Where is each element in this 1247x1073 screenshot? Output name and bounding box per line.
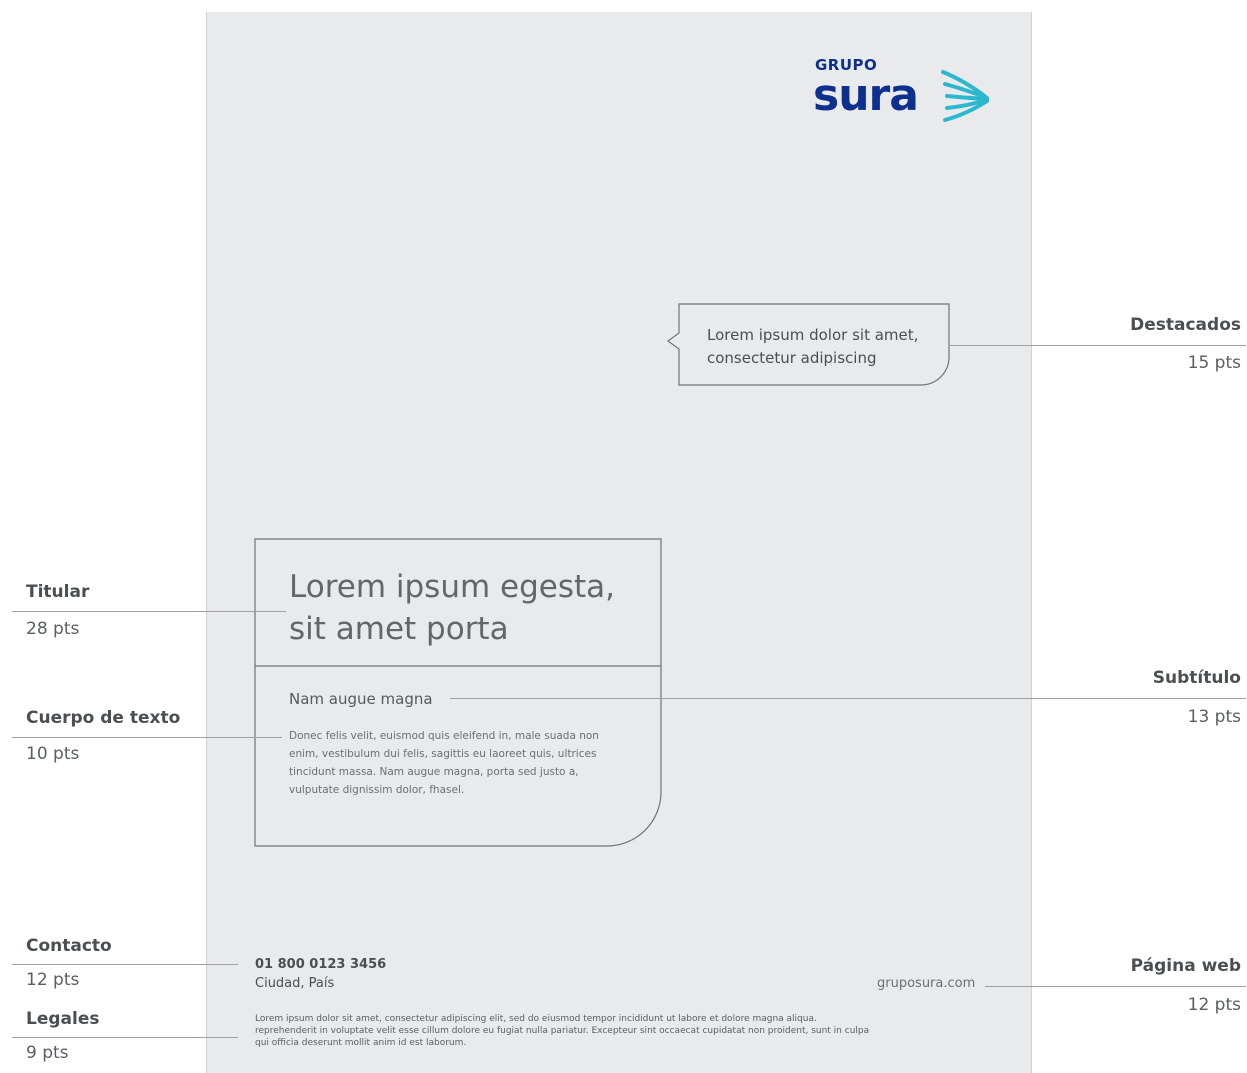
body-text: Donec felis velit, euismod quis eleifend… [289, 727, 629, 799]
spec-subtitulo-size: 13 pts [1187, 707, 1241, 727]
logo-sura-text: sura [813, 70, 919, 121]
contact-phone: 01 800 0123 3456 [255, 957, 387, 972]
spec-destacados-size: 15 pts [1187, 353, 1241, 373]
spec-titular-label: Titular [26, 582, 90, 602]
spec-legales-size: 9 pts [26, 1043, 69, 1063]
spec-pagina-web-rule [985, 986, 1246, 987]
contact-city: Ciudad, País [255, 976, 335, 991]
spec-contacto-rule [12, 964, 238, 965]
grupo-sura-logo: GRUPO sura [813, 56, 993, 136]
website-link[interactable]: gruposura.com [877, 976, 976, 991]
body-line: enim, vestibulum dui felis, sagittis eu … [289, 748, 597, 760]
spec-cuerpo-label: Cuerpo de texto [26, 708, 181, 728]
content-box-frame [254, 538, 662, 847]
body-line: vulputate dignissim dolor, fhasel. [289, 784, 465, 796]
logo-grupo-text: GRUPO [815, 56, 878, 74]
spec-legales-rule [12, 1037, 238, 1038]
subtitle: Nam augue magna [289, 690, 433, 708]
spec-contacto-size: 12 pts [26, 970, 80, 990]
spec-subtitulo-label: Subtítulo [1152, 668, 1241, 688]
contact-block: 01 800 0123 3456 Ciudad, País [255, 955, 386, 993]
legal-line: reprehenderit in voluptate velit esse ci… [255, 1026, 870, 1036]
spec-destacados-rule [950, 345, 1246, 346]
headline-line2: sit amet porta [289, 611, 509, 647]
spec-destacados-label: Destacados [1130, 315, 1241, 335]
callout-text: Lorem ipsum dolor sit amet, consectetur … [707, 324, 918, 370]
legal-line: qui officia deserunt mollit anim id est … [255, 1038, 467, 1048]
headline: Lorem ipsum egesta, sit amet porta [289, 566, 615, 650]
spec-contacto-label: Contacto [26, 936, 112, 956]
spec-titular-rule [12, 611, 286, 612]
headline-line1: Lorem ipsum egesta, [289, 569, 615, 605]
body-line: tincidunt massa. Nam augue magna, porta … [289, 766, 579, 778]
callout-text-line1: Lorem ipsum dolor sit amet, [707, 326, 919, 344]
spec-legales-label: Legales [26, 1009, 100, 1029]
spec-cuerpo-size: 10 pts [26, 744, 80, 764]
legal-text: Lorem ipsum dolor sit amet, consectetur … [255, 1013, 985, 1049]
legal-line: Lorem ipsum dolor sit amet, consectetur … [255, 1014, 817, 1024]
spec-subtitulo-rule [450, 698, 1246, 699]
callout-text-line2: consectetur adipiscing [707, 349, 877, 367]
letterhead-page: GRUPO sura Lorem ipsum dolor sit amet, c… [206, 12, 1032, 1073]
body-line: Donec felis velit, euismod quis eleifend… [289, 730, 599, 742]
callout-frame [666, 303, 950, 386]
spec-pagina-web-size: 12 pts [1187, 995, 1241, 1015]
spec-pagina-web-label: Página web [1130, 956, 1241, 976]
logo-wing-icon [941, 70, 989, 122]
spec-titular-size: 28 pts [26, 619, 80, 639]
spec-cuerpo-rule [12, 737, 282, 738]
